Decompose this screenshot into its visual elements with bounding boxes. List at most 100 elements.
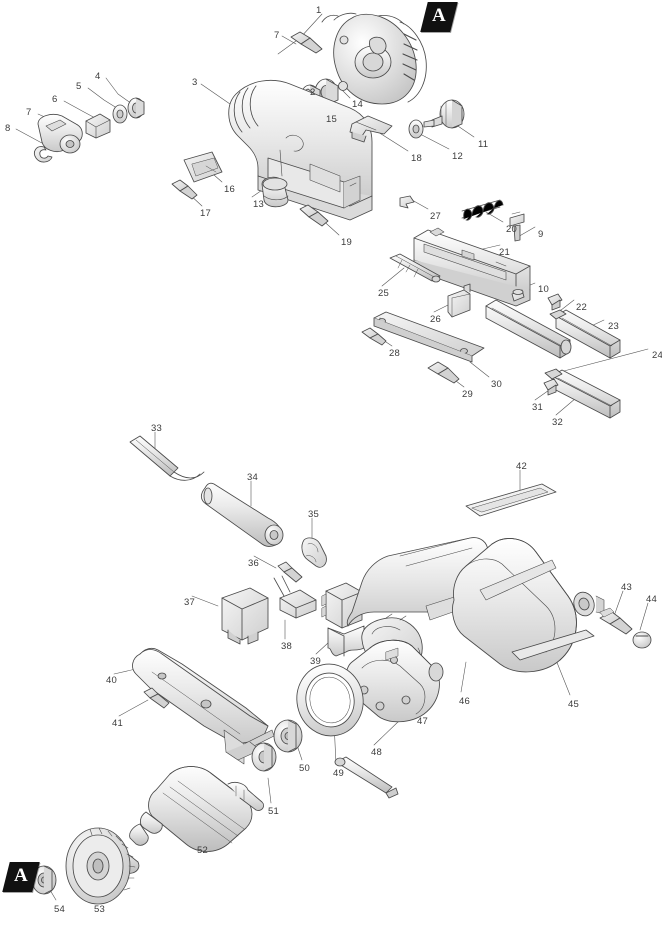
brush-cap-screw-43 xyxy=(599,607,633,635)
callout-ball-bearing: 2 xyxy=(310,87,316,98)
slide-block-26 xyxy=(447,283,471,318)
top-left-small-parts xyxy=(34,97,145,163)
lever-plate-18 xyxy=(349,115,393,143)
callout-roll-pin: 25 xyxy=(378,288,389,299)
name-plate-45 xyxy=(511,629,595,661)
brush-cap-44 xyxy=(632,631,652,649)
retaining-ring-8 xyxy=(34,146,53,163)
bolt-19 xyxy=(299,204,329,227)
handle-half-40 xyxy=(132,647,275,765)
callout-armature: 52 xyxy=(197,845,208,856)
callout-motor-housing: 46 xyxy=(459,696,470,707)
tapping-screw-41 xyxy=(143,687,170,709)
callout-front-housing: 3 xyxy=(192,77,198,88)
fan-baffle-49 xyxy=(296,663,364,737)
helical-gear-53 xyxy=(65,827,136,905)
flat-link-30 xyxy=(373,311,485,363)
cord-clamp-35 xyxy=(301,537,327,568)
name-plate-42 xyxy=(465,483,557,517)
callout-bearing-54: 54 xyxy=(54,904,65,915)
capacitor-38 xyxy=(273,575,317,619)
callout-spindle-lock-pin: 6 xyxy=(52,94,58,105)
cover-plate-16 xyxy=(183,151,223,183)
callout-bolt-31: 31 xyxy=(532,402,543,413)
callout-hex-socket-bolt: 7 xyxy=(274,30,280,41)
bolt-31 xyxy=(543,378,559,396)
armature-52 xyxy=(100,766,265,874)
callout-rubber-boot: 13 xyxy=(253,199,264,210)
callout-lever-plate: 18 xyxy=(411,153,422,164)
roller-arm-7-left xyxy=(37,114,83,154)
callout-tapping-screw-41: 41 xyxy=(112,718,123,729)
compression-spring-20 xyxy=(461,199,504,221)
flat-washer-5 xyxy=(112,104,128,124)
guide-bar-32 xyxy=(544,368,621,419)
bearing-54 xyxy=(31,865,57,895)
callout-pan-head-screw-19: 19 xyxy=(341,237,352,248)
callout-helical-gear: 53 xyxy=(94,904,105,915)
callout-machine-screw: 17 xyxy=(200,208,211,219)
bearing-50 xyxy=(273,719,303,753)
cord-sleeve-34 xyxy=(200,482,284,547)
washer-12 xyxy=(408,119,424,139)
callout-fan-baffle: 49 xyxy=(333,768,344,779)
washer-4 xyxy=(127,97,145,119)
gear-housing-cover-1 xyxy=(321,12,427,105)
callout-bearing-50: 50 xyxy=(299,763,310,774)
callout-slide-block: 26 xyxy=(430,314,441,325)
callout-cover-plate: 16 xyxy=(224,184,235,195)
callout-adjusting-screw: 9 xyxy=(538,229,544,240)
callout-power-cord: 33 xyxy=(151,423,162,434)
callout-guide-bar-23: 23 xyxy=(608,321,619,332)
section-marker-letter: A xyxy=(14,865,28,886)
motor-shell-42-46 xyxy=(452,538,605,673)
callout-brush-cap: 44 xyxy=(646,594,657,605)
callout-flat-washer: 5 xyxy=(76,81,82,92)
upper-assembly-artwork xyxy=(171,12,621,419)
callout-set-screw: 10 xyxy=(538,284,549,295)
set-screw-10 xyxy=(511,289,525,302)
bolt-7-top xyxy=(290,31,323,54)
bolt-22 xyxy=(547,293,563,311)
front-housing-3 xyxy=(228,79,373,221)
callout-compression-spring: 20 xyxy=(506,224,517,235)
callout-tapping-screw: 36 xyxy=(248,558,259,569)
roll-pin-25 xyxy=(389,253,441,283)
callout-brush-holder-cap-screw: 43 xyxy=(621,582,632,593)
base-rail-21 xyxy=(413,227,531,307)
callout-small-clip: 27 xyxy=(430,211,441,222)
lower-assembly-artwork xyxy=(31,435,652,905)
power-cord-33 xyxy=(129,435,205,481)
callout-hex-bolt-29: 29 xyxy=(462,389,473,400)
callout-washer: 4 xyxy=(95,71,101,82)
callout-knurled-knob: 11 xyxy=(478,139,489,150)
bolt-29 xyxy=(427,361,460,384)
callout-gear-housing-cover: 1 xyxy=(316,5,322,16)
callout-flat-link: 30 xyxy=(491,379,502,390)
callout-base-rail: 21 xyxy=(499,247,510,258)
callout-shoulder-bolt: 28 xyxy=(389,348,400,359)
callout-long-bolt: 48 xyxy=(371,747,382,758)
callout-washer-knob: 12 xyxy=(452,151,463,162)
callout-roller-arm: 7 xyxy=(26,107,32,118)
callout-retaining-ring: 8 xyxy=(5,123,11,134)
callout-bearing-51: 51 xyxy=(268,806,279,817)
tapping-screw-36 xyxy=(277,561,303,583)
callout-capacitor: 38 xyxy=(281,641,292,652)
callout-noise-suppressor: 37 xyxy=(184,597,195,608)
callout-bearing-retainer: 14 xyxy=(352,99,363,110)
clip-27 xyxy=(399,195,415,209)
callout-handle-half: 40 xyxy=(106,675,117,686)
callout-name-plate-top: 42 xyxy=(516,461,527,472)
callout-guide-bar-32: 32 xyxy=(552,417,563,428)
field-stator-47 xyxy=(345,639,444,723)
callout-bolt-22: 22 xyxy=(576,302,587,313)
guide-bar-23 xyxy=(549,309,621,359)
section-marker-letter: A xyxy=(432,5,446,26)
bearing-51 xyxy=(251,742,277,772)
knurled-knob-11 xyxy=(423,99,465,129)
callout-guide-bar-24: 24 xyxy=(652,350,662,361)
callout-field-stator: 47 xyxy=(417,716,428,727)
